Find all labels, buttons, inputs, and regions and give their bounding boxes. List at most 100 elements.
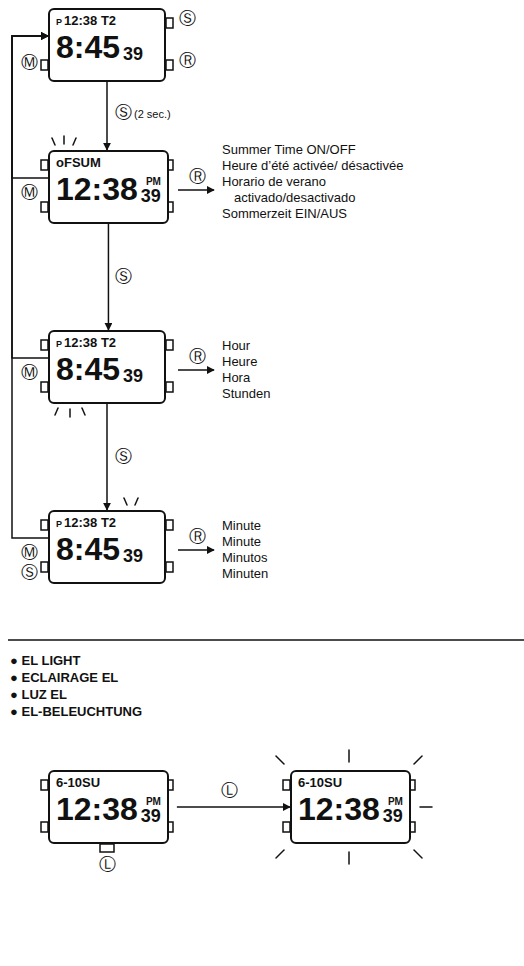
- flash-ray: [82, 408, 85, 415]
- display-digits: 8:45: [56, 31, 120, 63]
- lcd-text: 12:38 T2: [64, 336, 116, 349]
- flow-arrow: [106, 82, 108, 150]
- button-letter: Ⓡ: [188, 168, 207, 185]
- button-letter: Ⓜ: [20, 364, 39, 381]
- button-letter: Ⓢ: [20, 564, 39, 581]
- setting-name: Summer Time ON/OFF: [222, 142, 356, 158]
- display-main-row: 12:38PM39: [56, 173, 161, 205]
- display-seconds: 39: [123, 547, 143, 565]
- lcd-text: 39: [141, 807, 161, 825]
- watch-display: P12:38 T28:4539: [48, 330, 166, 404]
- watch-button: [41, 822, 48, 832]
- watch-button: [283, 822, 290, 832]
- flash-ray: [52, 138, 55, 145]
- display-digits: 8:45: [56, 533, 120, 565]
- setting-name: Heure d’été activée/ désactivée: [222, 158, 403, 174]
- button-letter: Ⓢ: [178, 10, 197, 27]
- flash-ray: [414, 850, 422, 858]
- lcd-text: 12:38 T2: [64, 14, 116, 27]
- watch-display: P12:38 T28:4539: [48, 8, 166, 82]
- flash-ray: [348, 852, 350, 864]
- button-letter: Ⓛ: [220, 782, 239, 799]
- watch-button: [41, 382, 48, 392]
- flow-arrow: [12, 36, 48, 538]
- lcd-text: PM: [146, 797, 161, 807]
- lcd-text: 39: [123, 45, 143, 63]
- lcd-text: 12:38: [298, 793, 380, 825]
- setting-name: Hour: [222, 338, 250, 354]
- watch-button: [41, 160, 48, 170]
- display-marker: PM: [146, 177, 161, 187]
- section-heading: ● EL LIGHT: [10, 652, 80, 669]
- display-top-row: P12:38 T2: [56, 14, 158, 31]
- button-letter: Ⓡ: [188, 348, 207, 365]
- lcd-text: 39: [141, 187, 161, 205]
- setting-name: Hora: [222, 370, 250, 386]
- button-letter: Ⓢ: [114, 104, 133, 121]
- watch-display: 6-10SU12:38PM39: [48, 770, 169, 844]
- lcd-text: oFSUM: [56, 156, 101, 169]
- button-letter: Ⓡ: [178, 52, 197, 69]
- display-side: PM39: [141, 797, 161, 825]
- watch-display: P12:38 T28:4539: [48, 510, 166, 584]
- display-top-row: 6-10SU: [298, 776, 403, 793]
- flow-arrow: [108, 224, 110, 330]
- watch-button: [166, 382, 173, 392]
- watch-button: [41, 562, 48, 572]
- display-seconds: 39: [141, 187, 161, 205]
- watch-button: [283, 780, 290, 790]
- setting-name: Stunden: [222, 386, 270, 402]
- display-digits: 12:38: [56, 793, 138, 825]
- setting-name: Sommerzeit EIN/AUS: [222, 206, 347, 222]
- setting-name: Minute: [222, 518, 261, 534]
- button-letter: Ⓛ: [98, 856, 117, 873]
- display-main-row: 8:4539: [56, 353, 158, 385]
- button-letter: Ⓢ: [114, 448, 133, 465]
- setting-name: Minute: [222, 534, 261, 550]
- button-letter: Ⓜ: [20, 54, 39, 71]
- lcd-text: 39: [123, 367, 143, 385]
- r-arrows: [178, 190, 214, 550]
- display-top-row: oFSUM: [56, 156, 161, 173]
- flash-ray: [135, 498, 138, 505]
- button-letter: Ⓜ: [20, 184, 39, 201]
- flash-ray: [348, 750, 350, 762]
- watch-display: 6-10SU12:38PM39: [290, 770, 411, 844]
- display-main-row: 8:4539: [56, 533, 158, 565]
- r-arrow: [178, 549, 214, 551]
- setting-name: Minutos: [222, 550, 268, 566]
- r-arrow: [178, 369, 214, 371]
- lcd-text: 39: [123, 547, 143, 565]
- watch-button: [166, 18, 173, 28]
- lcd-text: P: [56, 18, 62, 27]
- setting-name: Heure: [222, 354, 257, 370]
- flash-ray: [414, 756, 422, 764]
- lcd-text: 12:38 T2: [64, 516, 116, 529]
- watch-button: [41, 780, 48, 790]
- section-heading: ● EL-BELEUCHTUNG: [10, 703, 142, 720]
- lcd-text: P: [56, 520, 62, 529]
- section-heading: ● ECLAIRAGE EL: [10, 669, 118, 686]
- display-digits: 12:38: [298, 793, 380, 825]
- flash-ray: [276, 756, 284, 764]
- display-side: 39: [123, 367, 143, 385]
- display-top-row: 6-10SU: [56, 776, 161, 793]
- flash-ray: [124, 498, 127, 505]
- watch-button: [41, 520, 48, 530]
- button-letter: Ⓡ: [188, 528, 207, 545]
- flash-ray: [276, 850, 284, 858]
- lcd-text: 8:45: [56, 533, 120, 565]
- flow-arrow: [12, 36, 48, 178]
- display-side: 39: [123, 547, 143, 565]
- setting-name: Minuten: [222, 566, 268, 582]
- watch-buttons: [41, 18, 415, 852]
- display-top-row: P12:38 T2: [56, 516, 158, 533]
- flow-arrow: [12, 36, 48, 358]
- lcd-text: 6-10SU: [56, 776, 100, 789]
- flash-ray: [420, 806, 432, 808]
- watch-button: [41, 202, 48, 212]
- watch-button: [166, 520, 173, 530]
- lcd-text: 8:45: [56, 353, 120, 385]
- display-side: PM39: [141, 177, 161, 205]
